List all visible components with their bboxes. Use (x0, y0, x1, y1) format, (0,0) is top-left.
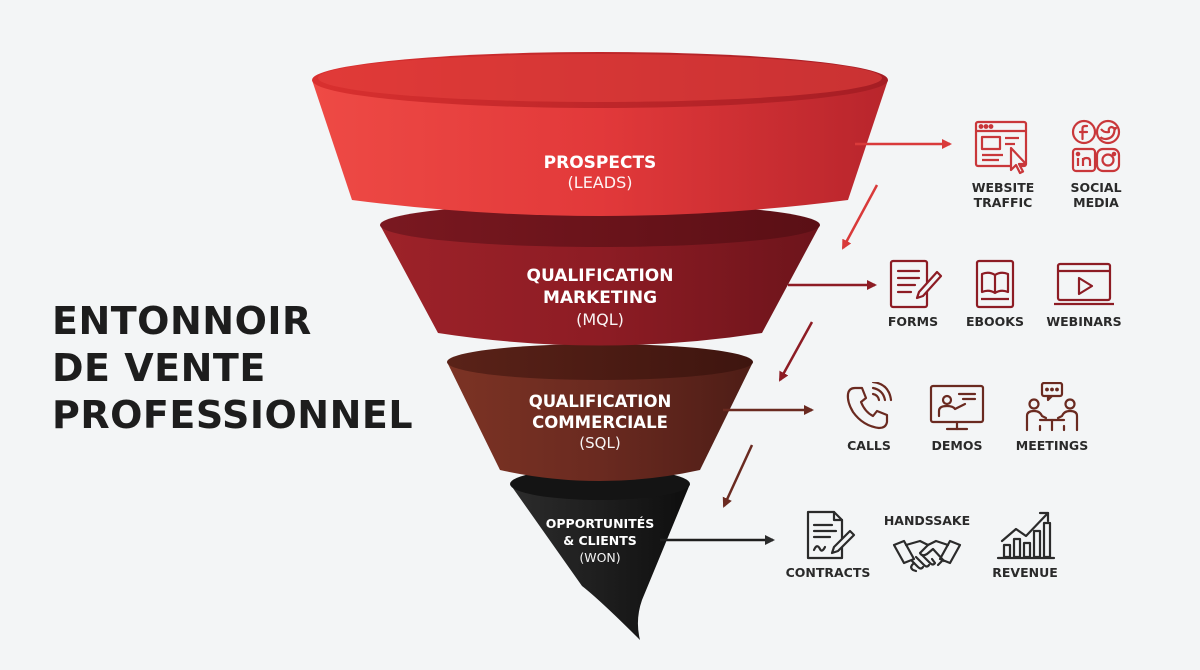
stage-4-sub: (WON) (579, 550, 621, 565)
arrow-diag-2 (778, 321, 814, 382)
stage-2-title-2: MARKETING (542, 288, 658, 308)
funnel-stage-1 (312, 52, 888, 216)
page-title: ENTONNOIR DE VENTE PROFESSIONNEL (52, 298, 432, 439)
social-media-label-2: MEDIA (1073, 195, 1119, 210)
stage-3-sub: (SQL) (579, 434, 621, 452)
meetings-item: MEETINGS (1002, 382, 1102, 453)
website-traffic-item: WEBSITE TRAFFIC (953, 118, 1053, 210)
stage-1-sub: (LEADS) (567, 173, 633, 192)
social-media-item: SOCIAL MEDIA (1046, 118, 1146, 210)
arrow-diag-3 (722, 444, 754, 508)
funnel-stage-3 (447, 344, 753, 481)
forms-label: FORMS (887, 314, 939, 329)
contract-icon (806, 510, 856, 560)
phone-icon (846, 382, 893, 430)
demos-label: DEMOS (931, 438, 983, 453)
contracts-item: CONTRACTS (778, 509, 878, 580)
stage-2-label: QUALIFICATION MARKETING (MQL) (450, 265, 750, 331)
revenue-label: REVENUE (992, 565, 1058, 580)
title-line-1: ENTONNOIR (52, 299, 312, 343)
social-media-icon (1071, 119, 1121, 173)
ebooks-item: EBOOKS (945, 258, 1045, 329)
stage-3-title-2: COMMERCIALE (532, 413, 668, 432)
stage-4-title-1: OPPORTUNITÉS (545, 516, 655, 531)
contracts-label: CONTRACTS (785, 565, 871, 580)
title-line-2: DE VENTE (52, 346, 266, 390)
stage-3-label: QUALIFICATION COMMERCIALE (SQL) (450, 391, 750, 454)
handshake-item: HANDSSAKE (877, 513, 977, 581)
revenue-chart-icon (996, 511, 1056, 560)
ebook-icon (975, 259, 1015, 309)
calls-label: CALLS (847, 438, 891, 453)
webinar-icon (1054, 262, 1114, 306)
webinars-label: WEBINARS (1046, 314, 1122, 329)
stage-4-title-2: & CLIENTS (563, 533, 637, 548)
meeting-icon (1025, 382, 1079, 432)
stage-2-title-1: QUALIFICATION (526, 266, 674, 286)
handshake-icon (892, 539, 962, 573)
handshake-label: HANDSSAKE (883, 513, 971, 528)
arrow-diag-1 (841, 184, 879, 250)
website-traffic-label-1: WEBSITE (971, 180, 1035, 195)
title-line-3: PROFESSIONNEL (52, 393, 414, 437)
stage-2-sub: (MQL) (576, 310, 624, 329)
meetings-label: MEETINGS (1015, 438, 1089, 453)
demos-item: DEMOS (907, 382, 1007, 453)
website-browser-icon (974, 120, 1028, 175)
calls-item: CALLS (819, 382, 919, 453)
funnel-stage-2 (380, 203, 820, 346)
demo-screen-icon (929, 384, 985, 431)
revenue-item: REVENUE (975, 509, 1075, 580)
stage-1-title: PROSPECTS (543, 153, 657, 173)
ebooks-label: EBOOKS (965, 314, 1024, 329)
stage-3-title-1: QUALIFICATION (528, 392, 672, 411)
webinars-item: WEBINARS (1034, 258, 1134, 329)
form-icon (889, 259, 943, 309)
stage-4-label: OPPORTUNITÉS & CLIENTS (WON) (500, 515, 700, 566)
stage-1-label: PROSPECTS (LEADS) (450, 153, 750, 193)
social-media-label-1: SOCIAL (1070, 180, 1122, 195)
forms-item: FORMS (863, 258, 963, 329)
website-traffic-label-2: TRAFFIC (973, 195, 1033, 210)
